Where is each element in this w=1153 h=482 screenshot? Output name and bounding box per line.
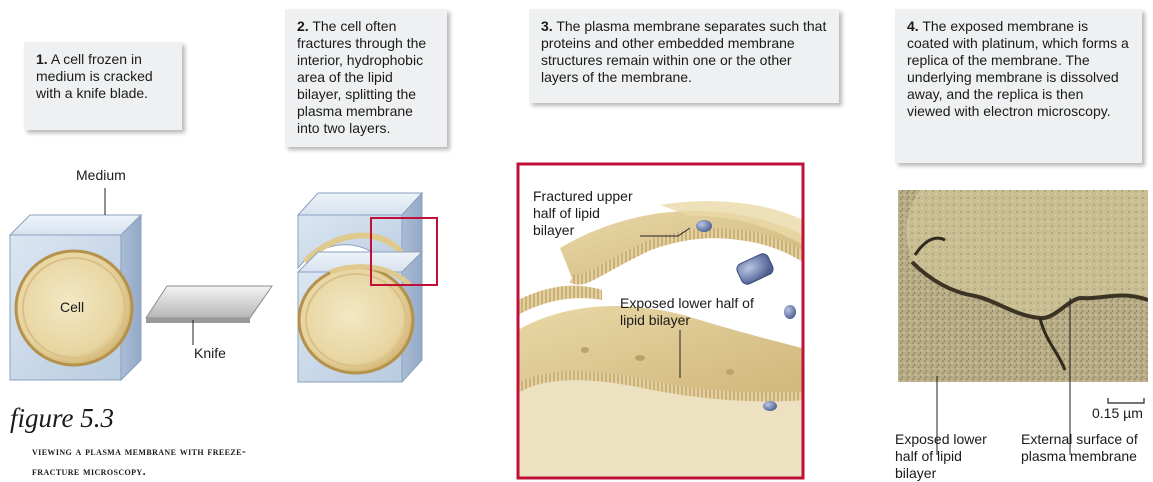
step-1-text: A cell frozen in medium is cracked with … <box>36 51 153 101</box>
label-medium: Medium <box>76 167 126 184</box>
step-3-number: 3. <box>541 18 553 34</box>
scale-bar <box>1108 398 1144 403</box>
protein-2 <box>784 305 796 319</box>
step-2-number: 2. <box>297 18 309 34</box>
medium-block-2-lower <box>298 252 422 382</box>
step-2-text: The cell often fractures through the int… <box>297 18 426 136</box>
protein-3 <box>763 401 777 411</box>
label-fractured-upper-half: Fractured upper half of lipid bilayer <box>533 188 633 239</box>
label-knife: Knife <box>194 345 226 362</box>
step-4-card: 4. The exposed membrane is coated with p… <box>895 9 1142 163</box>
label-scale-bar: 0.15 µm <box>1092 405 1143 422</box>
label-cell: Cell <box>60 299 84 316</box>
step-3-card: 3. The plasma membrane separates such th… <box>529 9 839 103</box>
label-exposed-lower-half-micrograph: Exposed lower half of lipid bilayer <box>895 431 995 482</box>
protein-1 <box>696 220 712 232</box>
step-1-card: 1. A cell frozen in medium is cracked wi… <box>24 42 182 130</box>
step-3-text: The plasma membrane separates such that … <box>541 18 826 85</box>
figure-caption: VIEWING A PLASMA MEMBRANE WITH FREEZE-FR… <box>32 441 272 481</box>
step-1-number: 1. <box>36 51 48 67</box>
knife-blade <box>146 286 272 323</box>
label-external-surface: External surface of plasma membrane <box>1021 431 1146 482</box>
figure-title: figure 5.3 <box>10 403 114 434</box>
step-2-card: 2. The cell often fractures through the … <box>285 9 447 147</box>
label-exposed-lower-half-inset: Exposed lower half of lipid bilayer <box>620 295 760 329</box>
step-4-number: 4. <box>907 18 919 34</box>
step-4-text: The exposed membrane is coated with plat… <box>907 18 1129 119</box>
medium-block-1 <box>10 215 141 380</box>
